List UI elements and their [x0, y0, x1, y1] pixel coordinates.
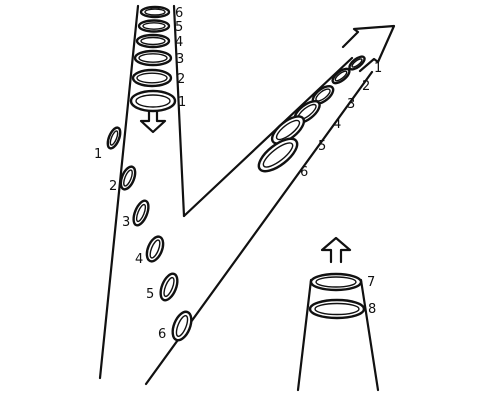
floating-sequence: 1 2 3 4 5 6: [94, 126, 193, 342]
floating-labels: 1 2 3 4 5 6: [94, 147, 166, 342]
floating-label-5: 5: [146, 287, 154, 302]
top-ring-2: [131, 68, 173, 88]
floating-ring-5: [159, 272, 179, 302]
beam-label-1: 1: [374, 61, 382, 76]
floating-label-4: 4: [135, 252, 143, 267]
top-ring-4: [135, 33, 171, 49]
top-column: 6 5 4 3 2 1: [129, 5, 186, 134]
top-ring-5: [137, 19, 171, 33]
beam-label-5: 5: [318, 139, 326, 154]
floating-label-3: 3: [122, 215, 130, 230]
beam-label-6: 6: [300, 165, 308, 180]
beam-ring-5: [270, 115, 306, 145]
top-column-rings: [129, 5, 177, 113]
top-label-4: 4: [175, 35, 183, 50]
top-label-1: 1: [178, 95, 186, 110]
beam-label-4: 4: [333, 117, 341, 132]
top-ring-3: [133, 49, 173, 67]
down-arrow-icon: [139, 110, 167, 134]
short-column-left-edge: [296, 278, 313, 392]
short-label-8: 8: [368, 302, 376, 317]
floating-ring-4: [145, 235, 165, 263]
top-ring-1: [129, 89, 177, 113]
short-label-7: 7: [367, 275, 375, 290]
diagonal-labels: 1 2 3 4 5 6: [300, 61, 382, 180]
floating-ring-2: [119, 165, 137, 191]
floating-ring-1: [106, 126, 122, 150]
top-label-2: 2: [177, 72, 185, 87]
short-column-right-edge: [359, 278, 380, 392]
floating-ring-6: [171, 310, 193, 342]
diagonal-beam-upper-edge: [182, 56, 354, 218]
diagonal-rings: [257, 55, 366, 173]
floating-label-2: 2: [109, 179, 117, 194]
top-label-5: 5: [175, 20, 183, 35]
beam-label-2: 2: [362, 79, 370, 94]
short-column: 7 8: [296, 236, 380, 392]
floating-ring-3: [132, 199, 150, 227]
top-column-left-edge: [98, 4, 140, 380]
up-arrow-icon: [320, 236, 352, 264]
floating-label-1: 1: [94, 147, 102, 162]
beam-ring-6: [257, 137, 299, 173]
floating-label-6: 6: [158, 327, 166, 342]
beam-ring-1: [348, 55, 366, 71]
top-column-right-edge: [172, 4, 186, 218]
beam-ring-2: [331, 67, 351, 85]
top-label-6: 6: [175, 6, 183, 21]
diagonal-beam: 1 2 3 4 5 6: [257, 24, 396, 180]
beam-label-3: 3: [347, 97, 355, 112]
top-label-3: 3: [176, 52, 184, 67]
top-ring-6: [139, 5, 171, 19]
short-ring-8: [308, 298, 366, 320]
up-right-arrow-icon: [341, 24, 396, 73]
short-ring-7: [309, 272, 363, 292]
top-column-labels: 6 5 4 3 2 1: [175, 6, 186, 110]
